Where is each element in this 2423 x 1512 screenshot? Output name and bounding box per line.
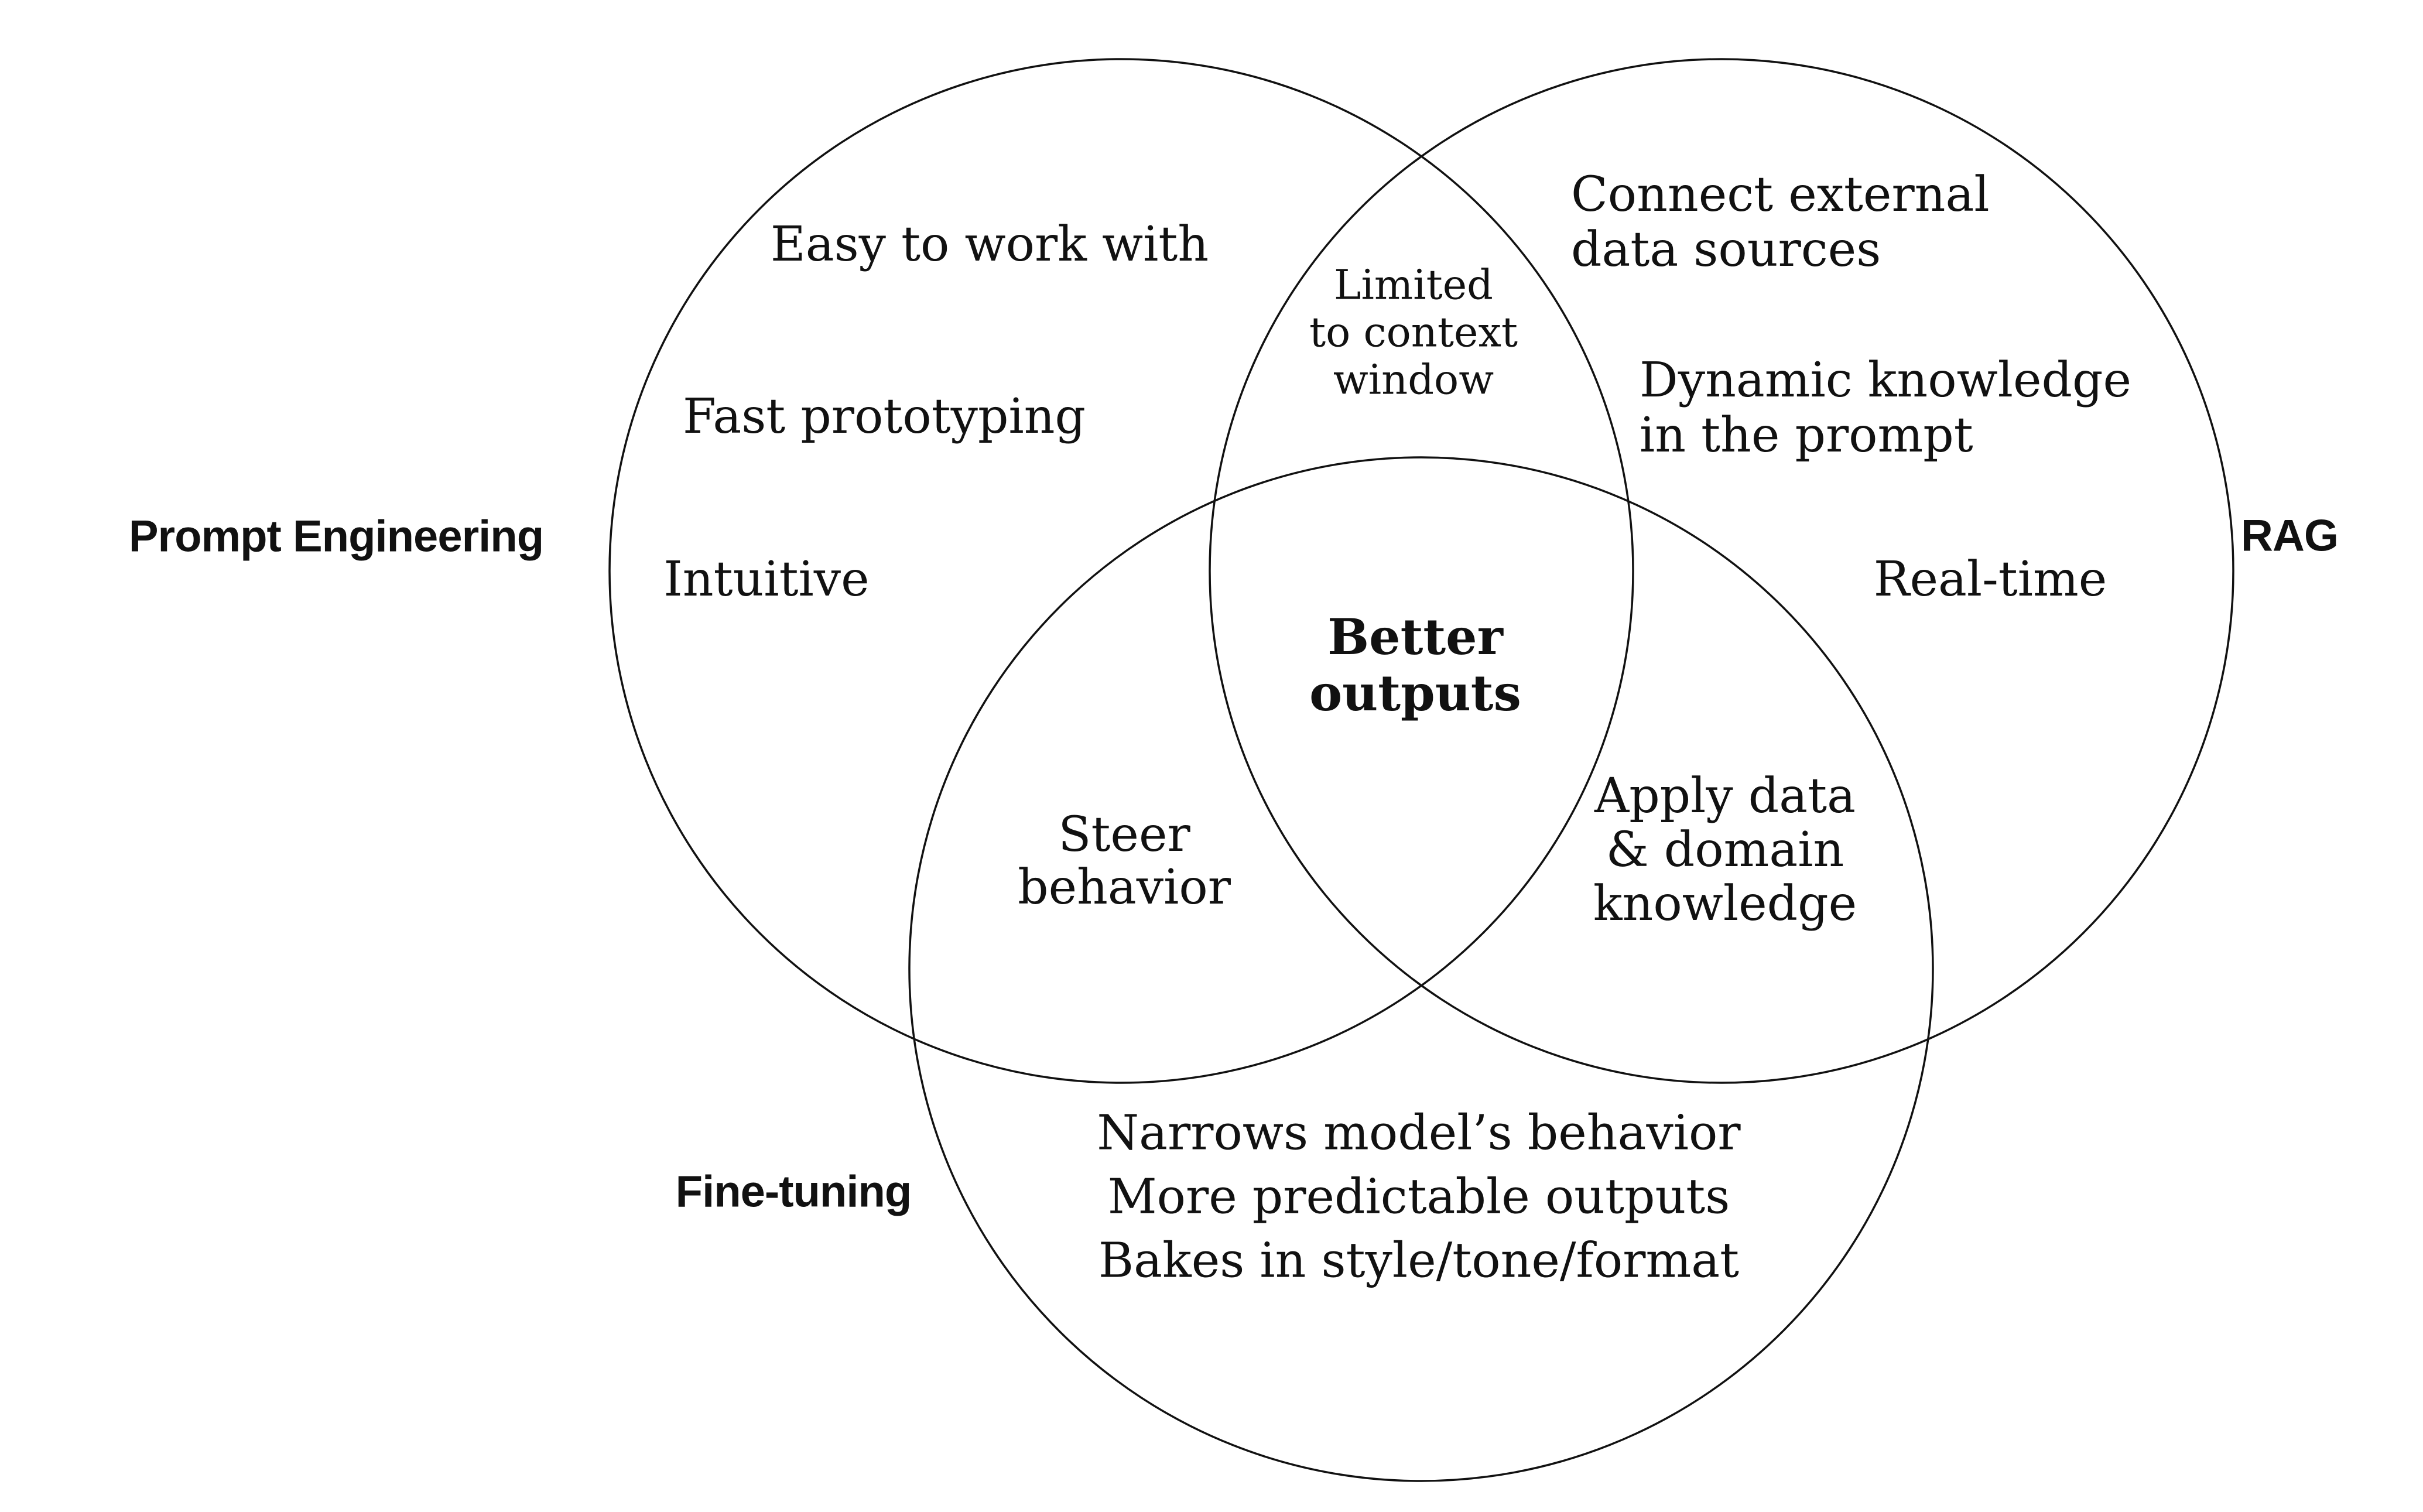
real-time-text: Real-time — [1873, 552, 2107, 607]
connect-external-data-sources-text: Connect external data sources — [1571, 167, 1990, 278]
fine-tuning-notes-text: Narrows model’s behavior More predictabl… — [1097, 1105, 1741, 1289]
prompt-engineering-circle — [608, 58, 1634, 1084]
steer-behavior-text: Steer behavior — [1018, 807, 1231, 915]
fine-tuning-circle — [908, 456, 1934, 1482]
prompt-engineering-label: Prompt Engineering — [128, 511, 544, 562]
easy-to-work-with-text: Easy to work with — [770, 217, 1209, 272]
limited-context-window-text: Limited to context window — [1309, 261, 1518, 404]
intuitive-text: Intuitive — [663, 552, 870, 607]
apply-data-domain-knowledge-text: Apply data & domain knowledge — [1593, 768, 1857, 932]
dynamic-knowledge-text: Dynamic knowledge in the prompt — [1640, 353, 2132, 463]
better-outputs-text: Better outputs — [1309, 608, 1521, 722]
fine-tuning-label: Fine-tuning — [675, 1167, 912, 1217]
rag-circle — [1209, 58, 2234, 1084]
fast-prototyping-text: Fast prototyping — [683, 389, 1086, 444]
rag-label: RAG — [2241, 511, 2339, 561]
